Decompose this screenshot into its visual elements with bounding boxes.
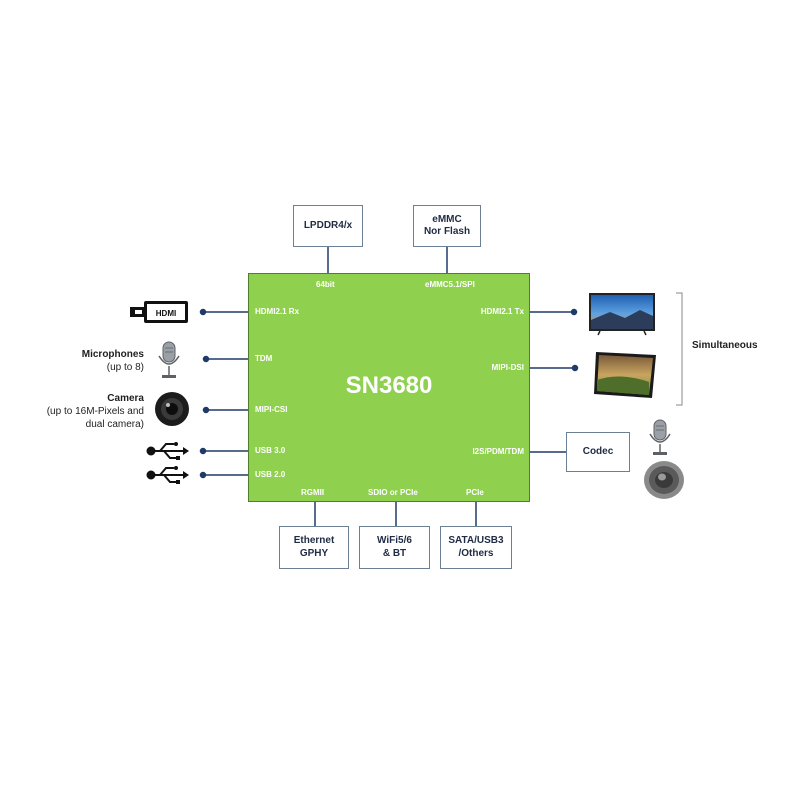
speaker-icon <box>644 461 684 499</box>
monitor-icon <box>594 352 656 398</box>
camera-sub-1: (up to 16M-Pixels and <box>46 406 144 417</box>
hdmi-cable-icon: HDMI <box>130 301 188 323</box>
port-mipi-dsi: MIPI-DSI <box>491 363 524 372</box>
port-pcie: PCIe <box>466 488 484 497</box>
sata-box: SATA/USB3 /Others <box>440 526 512 569</box>
port-rgmii: RGMII <box>301 488 325 497</box>
port-emmc: eMMC5.1/SPI <box>425 280 475 289</box>
lpddr-box: LPDDR4/x <box>293 205 363 247</box>
camera-label: Camera (up to 16M-Pixels and dual camera… <box>47 392 144 431</box>
codec-box: Codec <box>566 432 630 472</box>
ethernet-box: Ethernet GPHY <box>279 526 349 569</box>
microphone-icon <box>158 341 180 378</box>
chip-title: SN3680 <box>345 372 433 399</box>
emmc-box: eMMC Nor Flash <box>413 205 481 247</box>
camera-sub-2: dual camera) <box>85 419 144 430</box>
microphone-icon <box>649 419 671 455</box>
usb-icon <box>146 442 189 460</box>
port-hdmi-rx: HDMI2.1 Rx <box>255 307 300 316</box>
camera-icon <box>155 392 189 426</box>
port-usb3: USB 3.0 <box>255 446 286 455</box>
microphones-sub: (up to 8) <box>106 362 144 373</box>
port-usb2: USB 2.0 <box>255 470 286 479</box>
usb-icon <box>146 466 189 484</box>
port-sdio: SDIO or PCIe <box>368 488 418 497</box>
simultaneous-label: Simultaneous <box>692 340 758 351</box>
port-mipi-csi: MIPI-CSI <box>255 405 288 414</box>
hdmi-logo-text: HDMI <box>156 309 176 318</box>
soc-chip <box>248 273 530 502</box>
tv-icon <box>589 293 655 336</box>
wifi-box: WiFi5/6 & BT <box>359 526 430 569</box>
microphones-title: Microphones <box>81 349 144 360</box>
port-i2s: I2S/PDM/TDM <box>472 447 524 456</box>
port-tdm: TDM <box>255 354 273 363</box>
port-64bit: 64bit <box>316 280 335 289</box>
port-hdmi-tx: HDMI2.1 Tx <box>480 307 524 316</box>
microphones-label: Microphones (up to 8) <box>82 348 144 374</box>
camera-title: Camera <box>107 393 144 404</box>
